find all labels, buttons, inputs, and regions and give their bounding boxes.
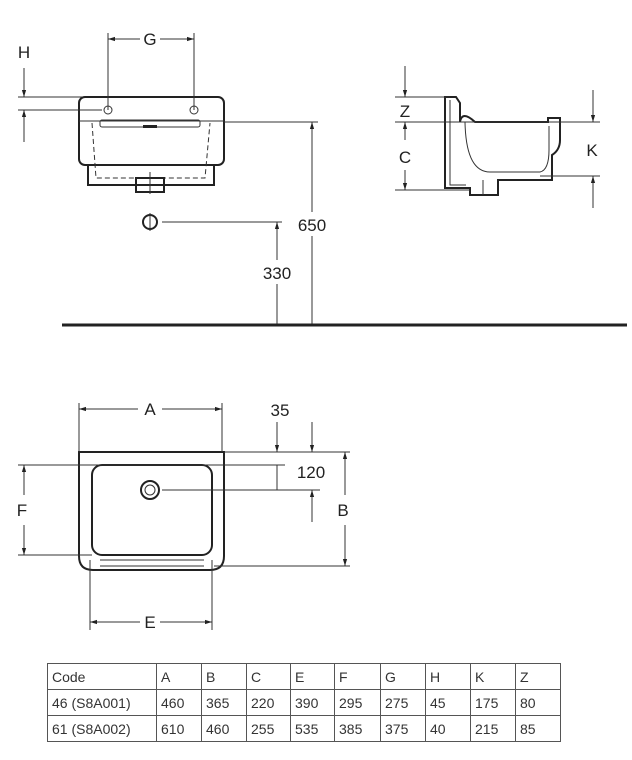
table-cell: 40: [425, 715, 471, 742]
table-cell: 375: [380, 715, 426, 742]
basin-top-outline: [78, 451, 225, 571]
label-e: E: [144, 613, 155, 632]
table-row: 46 (S8A001) 460 365 220 390 295 275 45 1…: [47, 689, 561, 716]
table-cell: 215: [470, 715, 516, 742]
dim-330: 330: [263, 264, 291, 283]
dim-120: 120: [297, 463, 325, 482]
drain-hole: [140, 480, 160, 500]
header-cell: F: [334, 663, 381, 690]
table-cell: 460: [201, 715, 247, 742]
dimensions-table: Code A B C E F G H K Z 46 (S8A001) 460 3…: [47, 663, 561, 742]
header-cell: Z: [515, 663, 561, 690]
label-a: A: [144, 400, 156, 419]
table-cell: 61 (S8A002): [47, 715, 157, 742]
table-cell: 46 (S8A001): [47, 689, 157, 716]
table-cell: 390: [290, 689, 335, 716]
table-cell: 295: [334, 689, 381, 716]
basin-side-outline: [444, 96, 561, 196]
label-k: K: [586, 141, 598, 160]
dim-35: 35: [271, 401, 290, 420]
header-cell: B: [201, 663, 247, 690]
header-cell: H: [425, 663, 471, 690]
label-z: Z: [400, 102, 410, 121]
header-cell: C: [246, 663, 291, 690]
header-cell: K: [470, 663, 516, 690]
table-cell: 275: [380, 689, 426, 716]
header-cell: G: [380, 663, 426, 690]
side-view: Z C K: [395, 66, 600, 208]
table-cell: 535: [290, 715, 335, 742]
table-cell: 385: [334, 715, 381, 742]
front-view: G H 650 330: [18, 30, 627, 327]
table-cell: 255: [246, 715, 291, 742]
label-b: B: [337, 501, 348, 520]
table-header-row: Code A B C E F G H K Z: [47, 663, 561, 690]
table-cell: 610: [156, 715, 202, 742]
table-row: 61 (S8A002) 610 460 255 535 385 375 40 2…: [47, 715, 561, 742]
top-view: A 35 120 B F E: [17, 400, 350, 632]
table-cell: 220: [246, 689, 291, 716]
label-h: H: [18, 43, 30, 62]
table-cell: 365: [201, 689, 247, 716]
basin-front-outline: [78, 96, 225, 166]
header-cell: A: [156, 663, 202, 690]
header-cell: E: [290, 663, 335, 690]
label-c: C: [399, 148, 411, 167]
label-f: F: [17, 501, 27, 520]
dim-650: 650: [298, 216, 326, 235]
table-cell: 175: [470, 689, 516, 716]
table-cell: 80: [515, 689, 561, 716]
table-cell: 85: [515, 715, 561, 742]
header-cell: Code: [47, 663, 157, 690]
table-cell: 460: [156, 689, 202, 716]
label-g: G: [143, 30, 156, 49]
table-cell: 45: [425, 689, 471, 716]
